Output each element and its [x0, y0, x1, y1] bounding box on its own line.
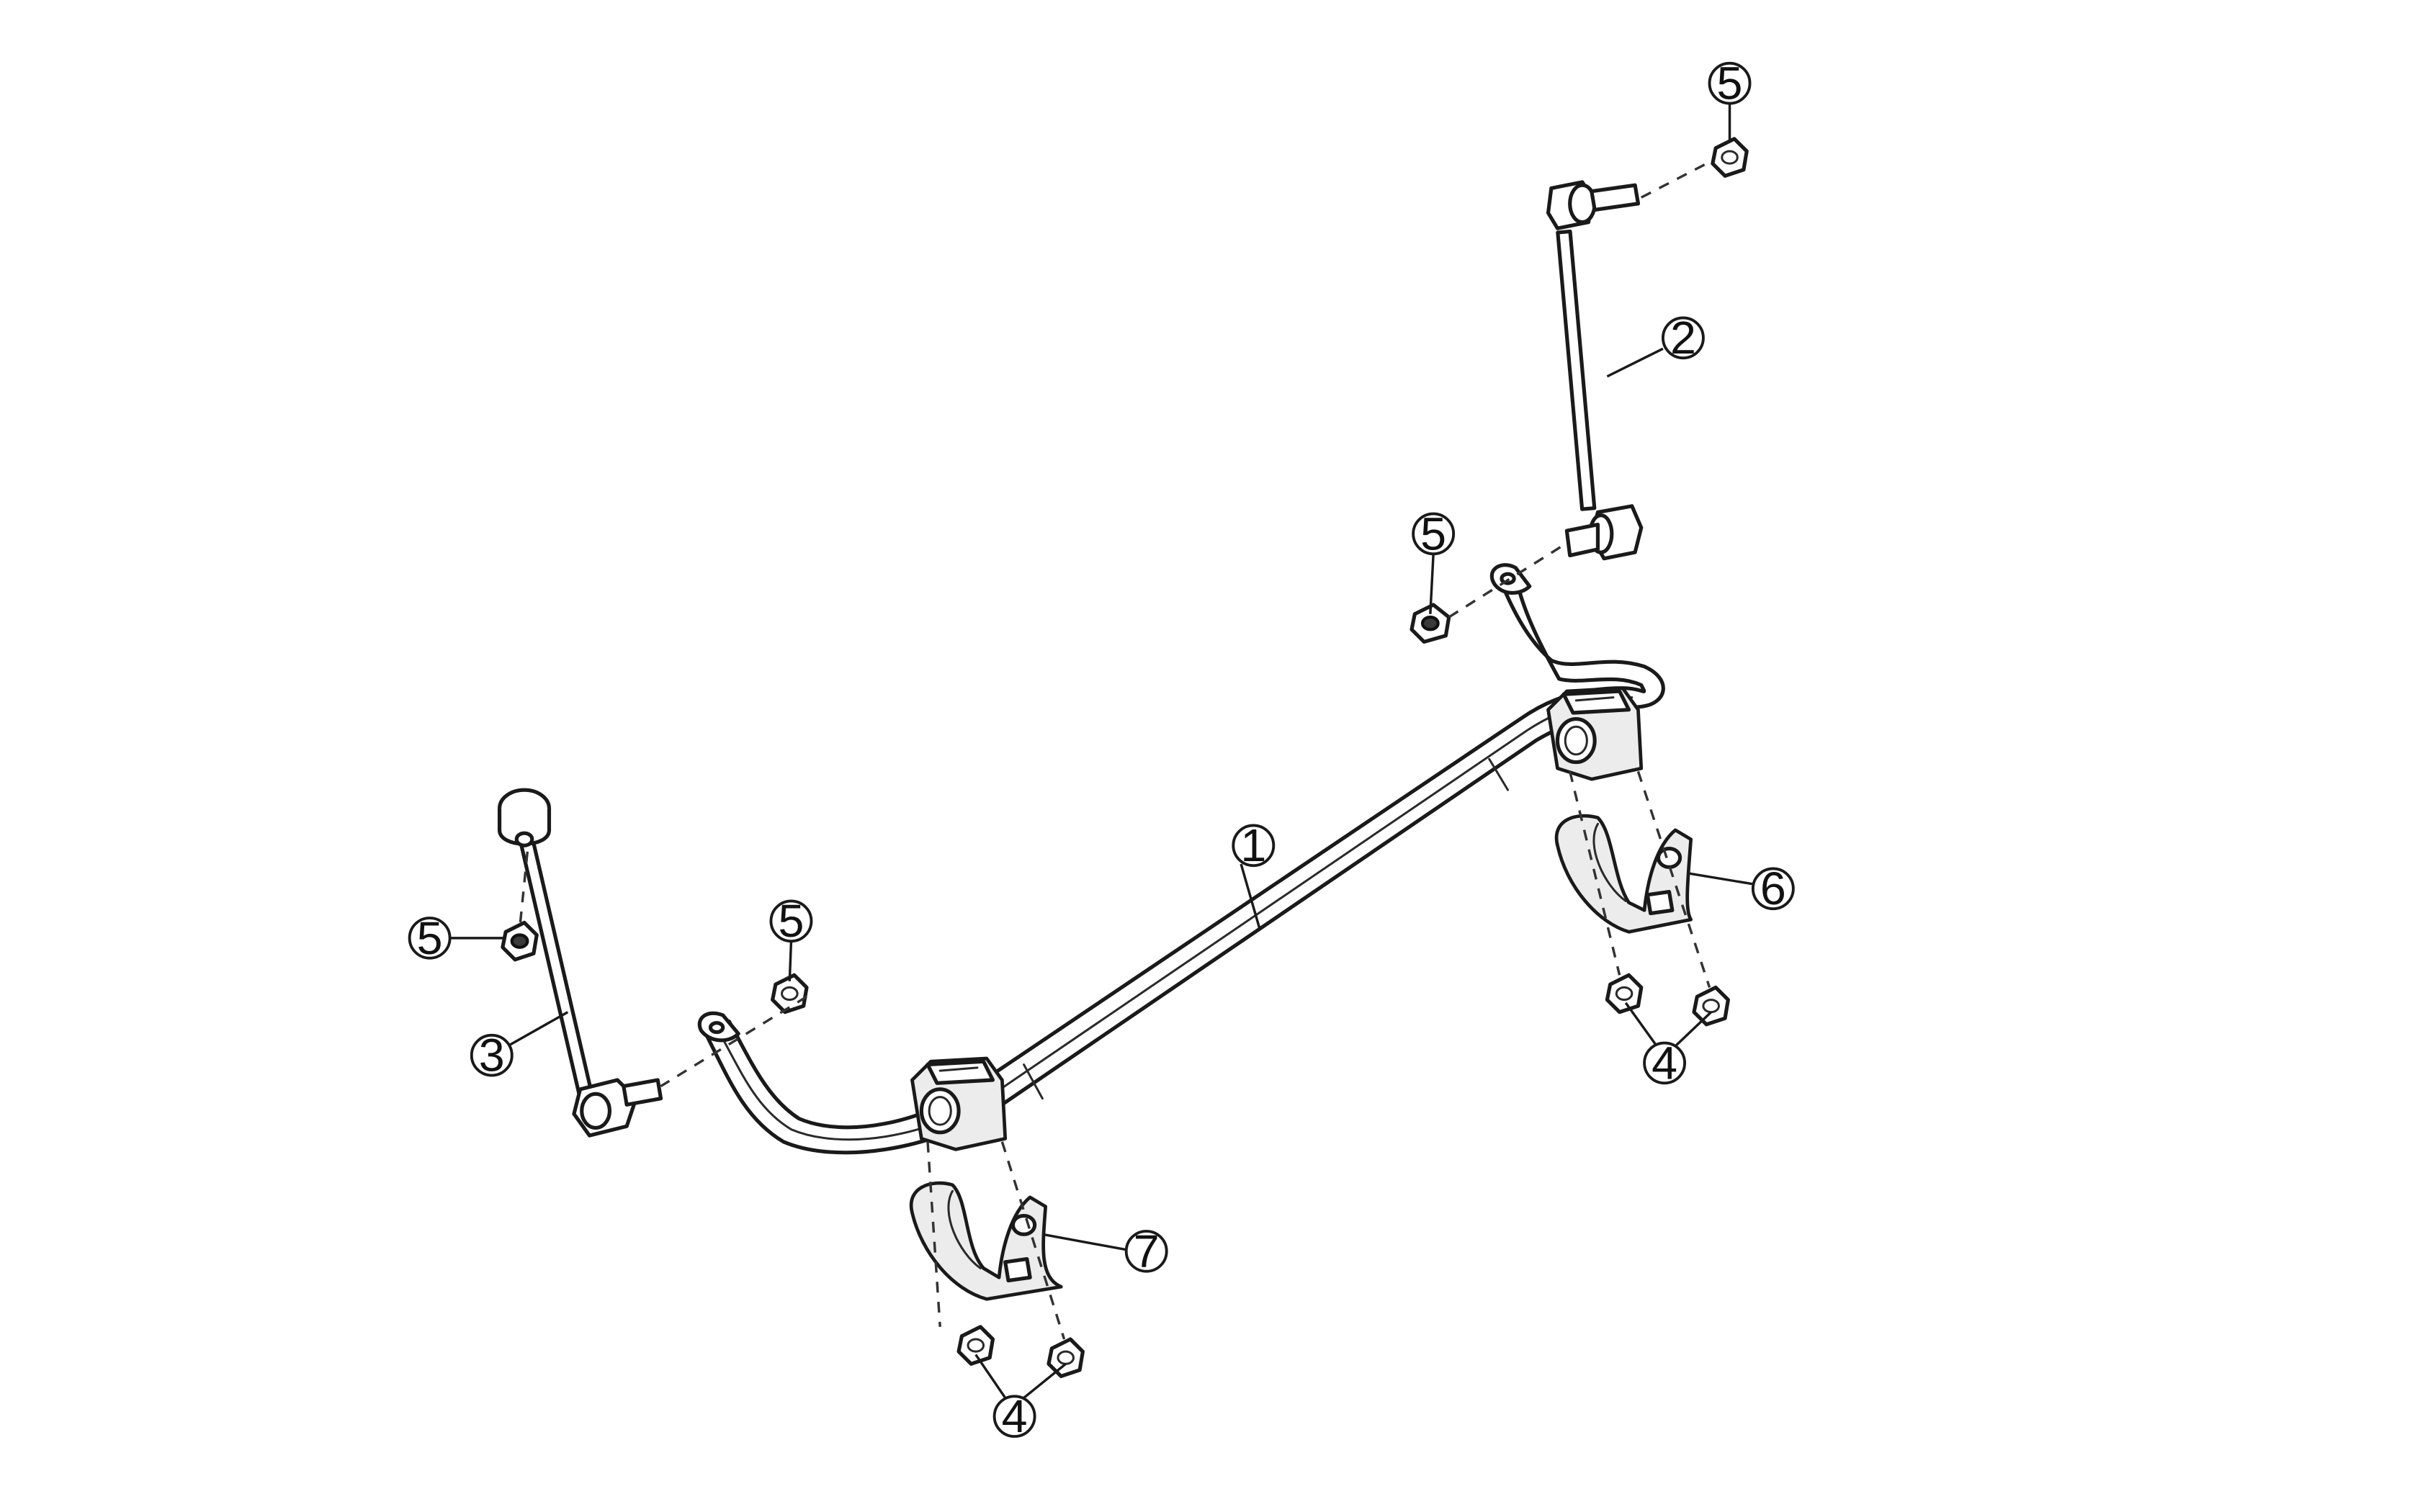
callout-5-lower-right-label: 5	[1420, 508, 1446, 560]
callout-5-lower-right: 5	[1412, 508, 1456, 560]
callout-1-label: 1	[1240, 819, 1266, 871]
bracket-nuts-right	[1605, 973, 1730, 1027]
callout-4-right-label: 4	[1652, 1038, 1677, 1089]
callout-4-left-label: 4	[1002, 1390, 1028, 1442]
callout-6-label: 6	[1760, 863, 1786, 914]
link-nut-upper-right	[1711, 137, 1749, 178]
right-bushing-bracket	[1554, 814, 1693, 934]
left-bushing-bracket	[909, 1181, 1063, 1301]
callout-4-right: 4	[1643, 1038, 1687, 1089]
callout-7-label: 7	[1134, 1225, 1160, 1277]
link-nut-upper-left	[501, 920, 539, 962]
callout-2-label: 2	[1670, 312, 1696, 364]
link-nut-lower-right	[1410, 603, 1451, 644]
left-stabilizer-link	[497, 788, 663, 1138]
callout-5-upper-left: 5	[408, 912, 452, 964]
callout-2: 2	[1661, 312, 1705, 364]
callout-5-lower-left-label: 5	[778, 895, 804, 947]
callout-3-label: 3	[479, 1030, 505, 1081]
callout-5-upper-right: 5	[1708, 58, 1752, 109]
callout-5-upper-left-label: 5	[417, 912, 443, 964]
callout-7: 7	[1124, 1225, 1168, 1277]
callout-3: 3	[470, 1030, 514, 1081]
callout-1: 1	[1232, 819, 1276, 871]
callout-leaders	[449, 103, 1754, 1399]
callout-6: 6	[1751, 863, 1795, 914]
callout-5-lower-left: 5	[769, 895, 813, 947]
bracket-nuts-left	[956, 1325, 1085, 1378]
assembly-guide-lines	[518, 159, 1713, 1340]
right-stabilizer-link	[1546, 180, 1644, 561]
callout-4-left: 4	[992, 1390, 1036, 1442]
callout-5-upper-right-label: 5	[1717, 58, 1743, 109]
stabilizer-bar	[697, 563, 1665, 1155]
